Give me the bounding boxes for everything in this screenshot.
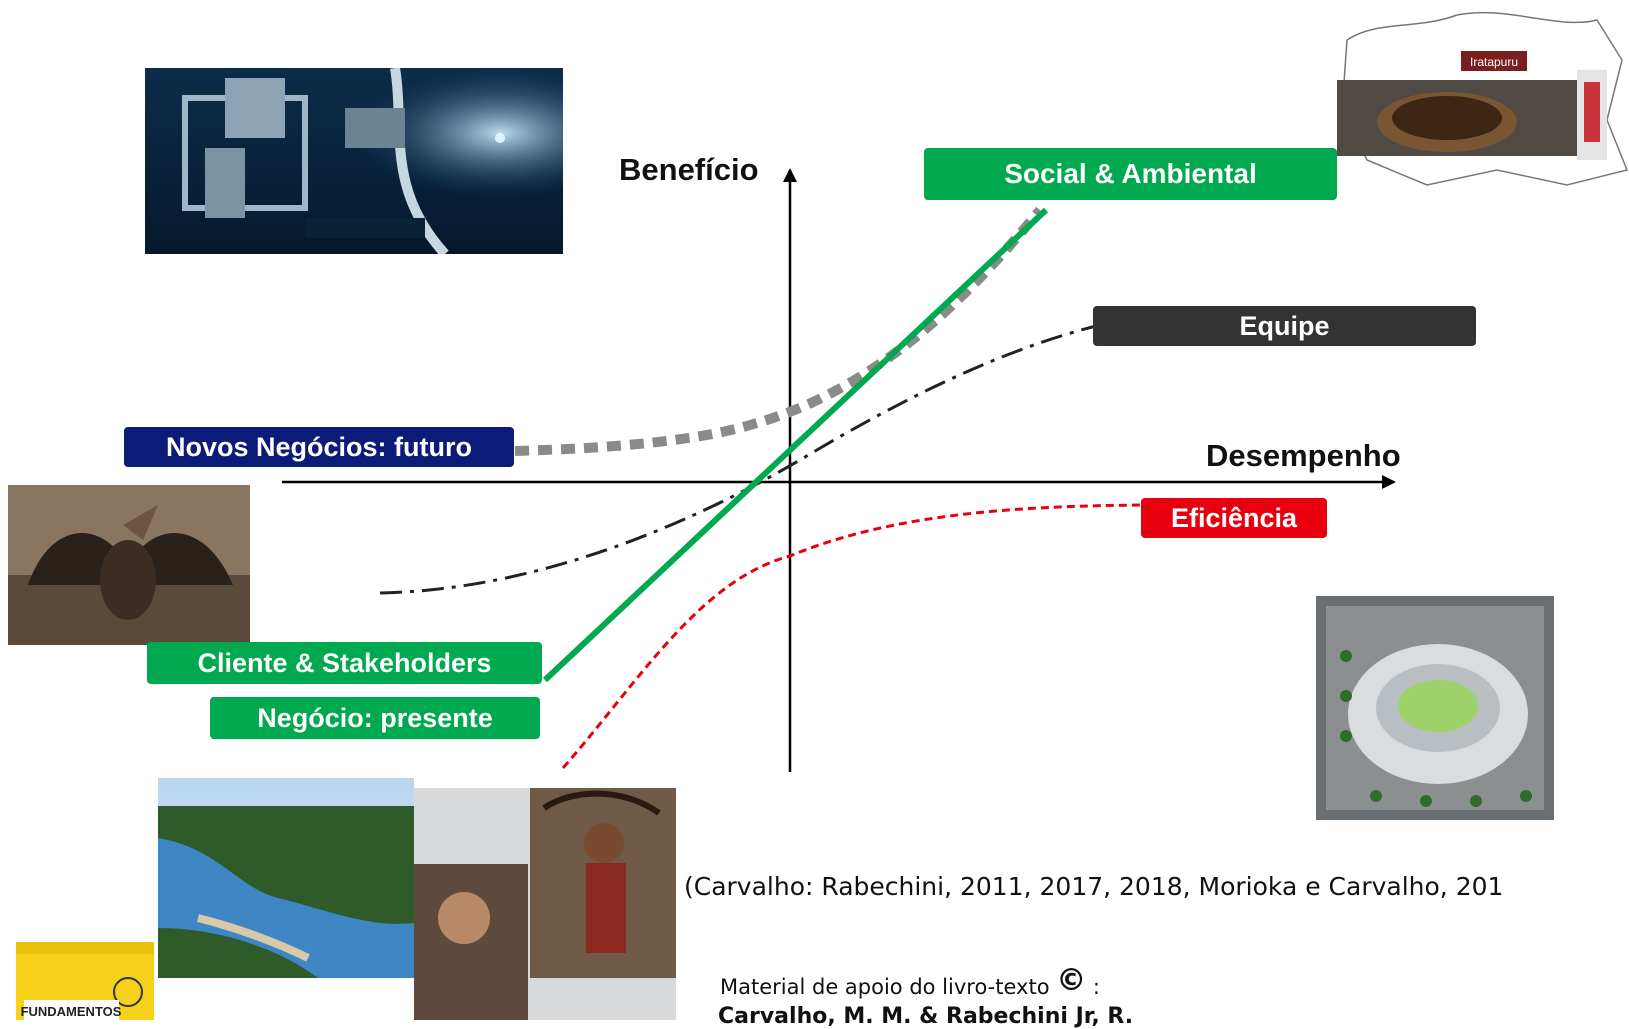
river-aerial-photo [158, 778, 414, 978]
citation-text: (Carvalho: Rabechini, 2011, 2017, 2018, … [684, 872, 1504, 901]
book-cover-photo: FUNDAMENTOS [16, 942, 154, 1020]
support-label: Material de apoio do livro-texto [720, 975, 1050, 999]
support-material-text: Material de apoio do livro-texto © : [720, 963, 1100, 999]
oil-covered-pelican-photo [8, 485, 250, 645]
book-cover-title: FUNDAMENTOS [21, 1004, 122, 1019]
stadium-photo [1316, 596, 1554, 820]
curve-equipe [379, 323, 1101, 595]
line-social-cliente [542, 207, 1049, 683]
curve-eficiencia [561, 503, 1146, 769]
map-tag-text: Iratapuru [1470, 55, 1518, 69]
label-negocio-presente: Negócio: presente [210, 697, 540, 739]
community-collage-photo [414, 788, 676, 1020]
curve-novos-negocios [514, 206, 1044, 456]
copyright-icon: © [1056, 963, 1087, 998]
support-suffix: : [1086, 975, 1101, 999]
label-social-ambiental: Social & Ambiental [924, 148, 1337, 200]
label-cliente-stakeholders: Cliente & Stakeholders [147, 642, 542, 684]
label-eficiencia: Eficiência [1141, 498, 1327, 538]
underwater-robot-photo [145, 68, 563, 254]
amazon-map-photo: Iratapuru [1337, 0, 1629, 192]
y-axis-title: Benefício [619, 152, 759, 187]
x-axis-title: Desempenho [1206, 438, 1401, 473]
label-equipe: Equipe [1093, 306, 1476, 346]
authors-text: Carvalho, M. M. & Rabechini Jr, R. [718, 1004, 1134, 1029]
label-novos-negocios: Novos Negócios: futuro [124, 427, 514, 467]
